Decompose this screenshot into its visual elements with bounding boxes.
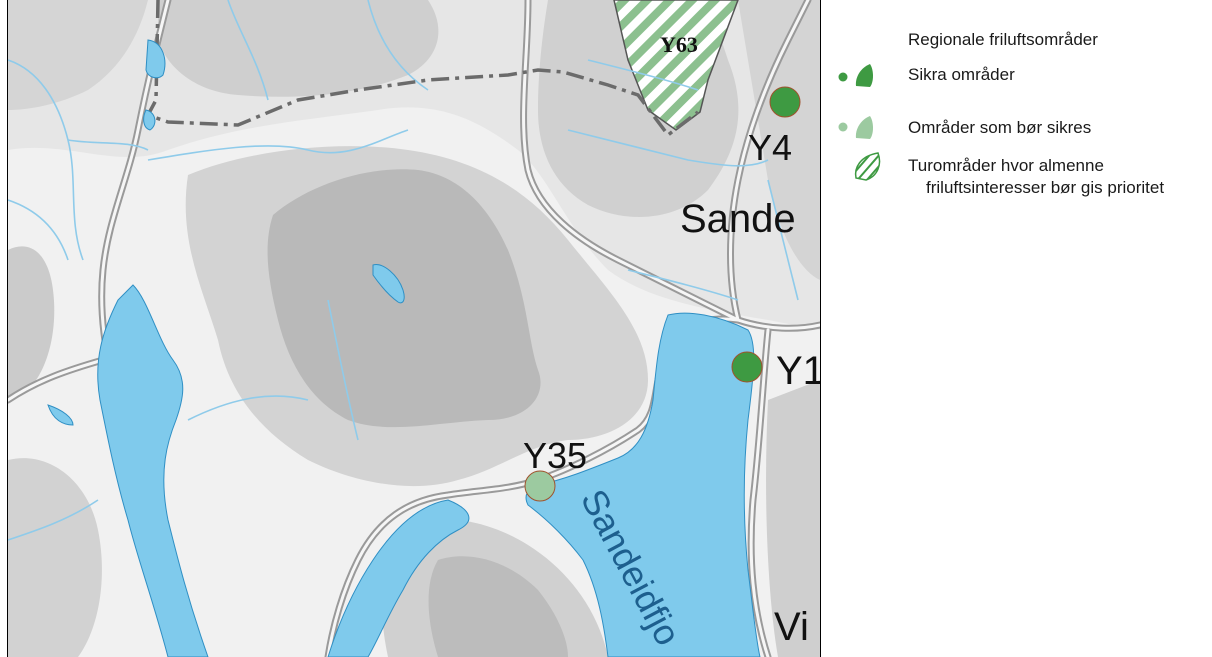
hill-mid-3 <box>158 0 439 97</box>
marker-y35[interactable] <box>524 470 556 502</box>
sikra-area-icon <box>838 64 873 87</box>
legend-item-turomrader-line2: friluftsinteresser bør gis prioritet <box>926 178 1165 197</box>
label-vi: Vi <box>774 605 809 649</box>
bor-sikres-area-icon <box>838 116 873 139</box>
hill-mid-5 <box>8 458 102 657</box>
lake-southwest <box>327 499 470 657</box>
label-sande: Sande <box>680 197 796 241</box>
hatched-area-icon <box>854 152 881 181</box>
lakes <box>47 39 761 657</box>
marker-y1[interactable] <box>731 351 763 383</box>
municipal-boundary <box>145 0 700 138</box>
hill-mid-7 <box>766 380 820 657</box>
hill-mid-9 <box>738 0 820 280</box>
legend-item-turomrader: Turområder hvor almenne <box>908 156 1104 175</box>
label-y1: Y1 <box>776 349 820 393</box>
lake-central <box>372 264 405 304</box>
streams <box>8 0 799 541</box>
label-y63: Y63 <box>660 32 698 57</box>
map-panel[interactable]: Y63 Y4 Sande Y1 Y35 Sandeidfjo Vi <box>7 0 821 657</box>
label-y35: Y35 <box>523 435 587 476</box>
legend-item-bor-sikres: Områder som bør sikres <box>908 118 1092 137</box>
hill-mid-4 <box>8 246 55 398</box>
label-y4: Y4 <box>748 127 792 168</box>
lake-long-west <box>97 284 209 657</box>
sandeidfjorden <box>525 312 761 657</box>
map-canvas[interactable]: Y63 Y4 Sande Y1 Y35 Sandeidfjo Vi <box>8 0 820 657</box>
lake-small-west <box>47 404 74 426</box>
legend: Regionale friluftsområder Sikra områder … <box>820 0 1212 657</box>
lake-small-north-2 <box>143 109 156 131</box>
legend-item-sikra: Sikra områder <box>908 65 1015 84</box>
marker-y4[interactable] <box>769 86 801 118</box>
lake-small-north <box>145 39 166 79</box>
legend-title: Regionale friluftsområder <box>908 30 1098 49</box>
hill-dark-6 <box>428 556 568 657</box>
hill-mid-8 <box>8 0 148 110</box>
